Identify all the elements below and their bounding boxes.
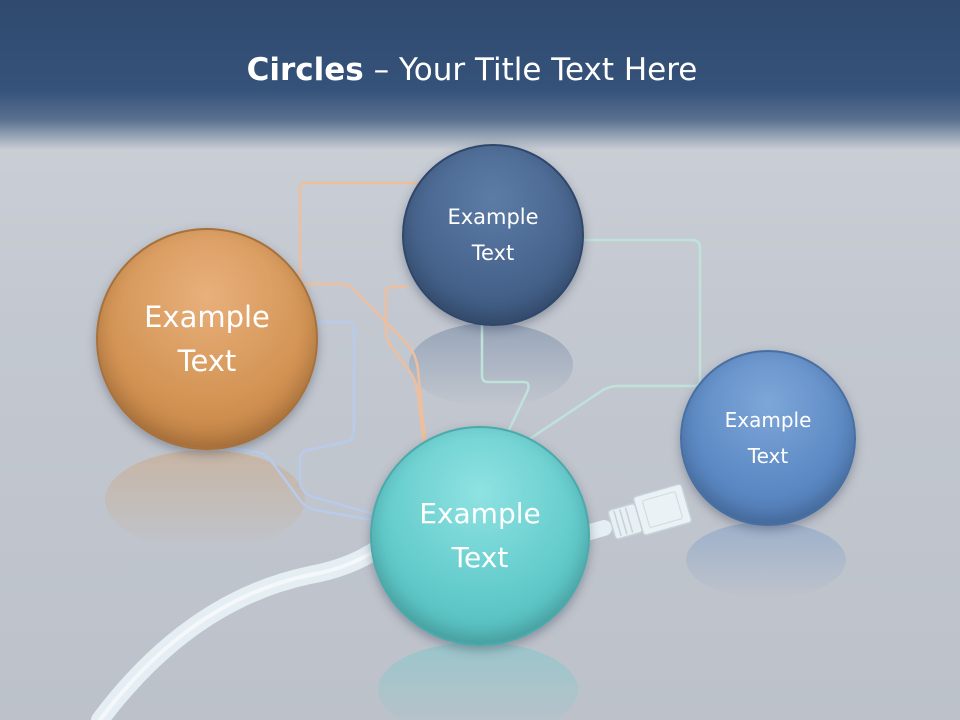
- circle-teal[interactable]: Example Text: [370, 426, 590, 646]
- reflection-orange: [105, 450, 305, 550]
- circle-blue-label: Example Text: [724, 408, 812, 468]
- circle-navy[interactable]: Example Text: [402, 144, 584, 326]
- network-plug: [607, 483, 693, 540]
- circle-orange[interactable]: Example Text: [96, 228, 318, 450]
- reflection-teal: [378, 642, 578, 720]
- slide-title[interactable]: Circles – Your Title Text Here: [0, 52, 944, 88]
- circle-navy-label: Example Text: [447, 205, 539, 265]
- circle-teal-label: Example Text: [419, 497, 541, 574]
- slide-title-bold: Circles: [246, 52, 364, 88]
- reflection-navy: [409, 323, 573, 407]
- circle-blue[interactable]: Example Text: [680, 350, 856, 526]
- circle-orange-label: Example Text: [144, 300, 270, 378]
- title-banner: [0, 0, 960, 150]
- wires-blue: [229, 320, 381, 522]
- slide-title-rest: – Your Title Text Here: [363, 52, 698, 88]
- wires-orange: [298, 181, 427, 446]
- reflection-blue: [686, 522, 846, 598]
